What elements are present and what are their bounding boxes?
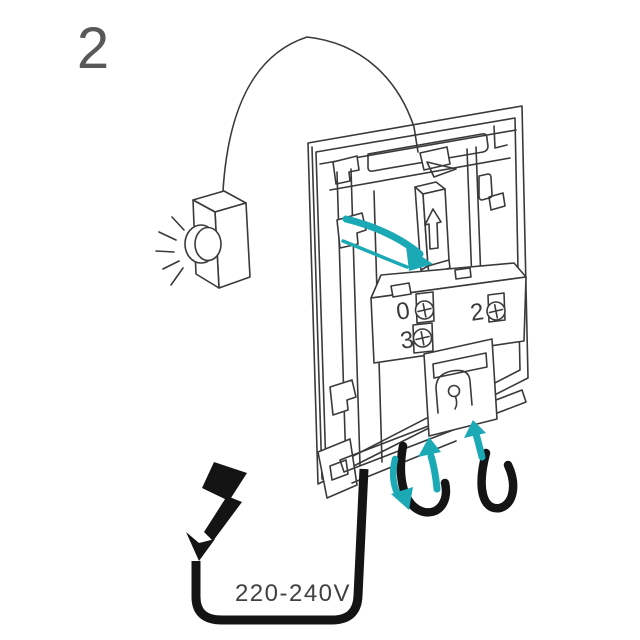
bottom-left-foot [317, 438, 358, 499]
doorbell-wire [222, 36, 419, 192]
mains-cable: 220-240V [186, 462, 369, 625]
screw-cross-icon [415, 331, 430, 346]
left-clip-tab [332, 155, 360, 185]
slider-tab [414, 181, 451, 275]
arrow-down-left-head-icon [391, 487, 413, 510]
bell-wires [396, 441, 518, 517]
slide-direction-swoosh-icon [341, 215, 433, 271]
swoosh-stroke-thin [341, 239, 409, 269]
arrowheads [391, 420, 486, 510]
screw-cross-icon [488, 304, 504, 319]
chassis-top-edge [329, 157, 511, 191]
mains-cable-wire [191, 468, 369, 625]
backplate-edge-thickness [311, 146, 323, 480]
lightning-bolt-top [202, 462, 247, 501]
swoosh-arrowhead [406, 246, 433, 271]
terminal-label-3: 3 [399, 326, 416, 355]
cover-slot [432, 352, 488, 379]
right-rail-step [488, 192, 506, 211]
backplate-inner-border [315, 117, 521, 471]
arrow-up-right-head-icon [464, 420, 486, 438]
keyhole-icon [447, 384, 461, 398]
terminal-tab-mid [454, 267, 472, 280]
terminal-screw-2 [486, 301, 506, 321]
button-knob-inner [194, 226, 222, 262]
lightning-bolt-icon [186, 462, 247, 561]
lightning-bolt-stem [204, 496, 242, 541]
slider-front-face [422, 188, 450, 267]
terminal-label-2: 2 [469, 298, 486, 327]
terminal-screw-1 [414, 300, 435, 320]
keyhole-tail [454, 395, 458, 410]
bell-wire-right [477, 448, 518, 513]
keyhole-arch [435, 369, 473, 414]
lightning-bolt-arrowhead [186, 532, 215, 561]
arrow-up-center-head-icon [418, 437, 441, 457]
voltage-label: 220-240V [235, 580, 351, 607]
right-corner-step [493, 125, 508, 149]
swoosh-stroke-main [342, 215, 424, 258]
left-rail-clip-lower [329, 379, 357, 416]
arrow-up-right-shaft [472, 430, 486, 461]
terminal-screw-3 [412, 328, 433, 348]
button-press-rays-icon [155, 216, 185, 286]
arrow-up-center-shaft [427, 452, 441, 493]
center-latch-arrow [426, 161, 457, 178]
step-number: 2 [77, 16, 109, 81]
cover-face [423, 338, 498, 437]
doorbell-button [155, 190, 251, 289]
wire-direction-arrows [389, 420, 486, 510]
top-slot [367, 133, 489, 172]
terminal-tab-left [390, 282, 412, 298]
slider-up-arrow-icon [424, 208, 442, 250]
terminal-label-0: 0 [395, 297, 412, 326]
bell-wire-left [396, 441, 451, 517]
screw-cross-icon [417, 303, 432, 318]
mounting-cover [423, 338, 498, 437]
